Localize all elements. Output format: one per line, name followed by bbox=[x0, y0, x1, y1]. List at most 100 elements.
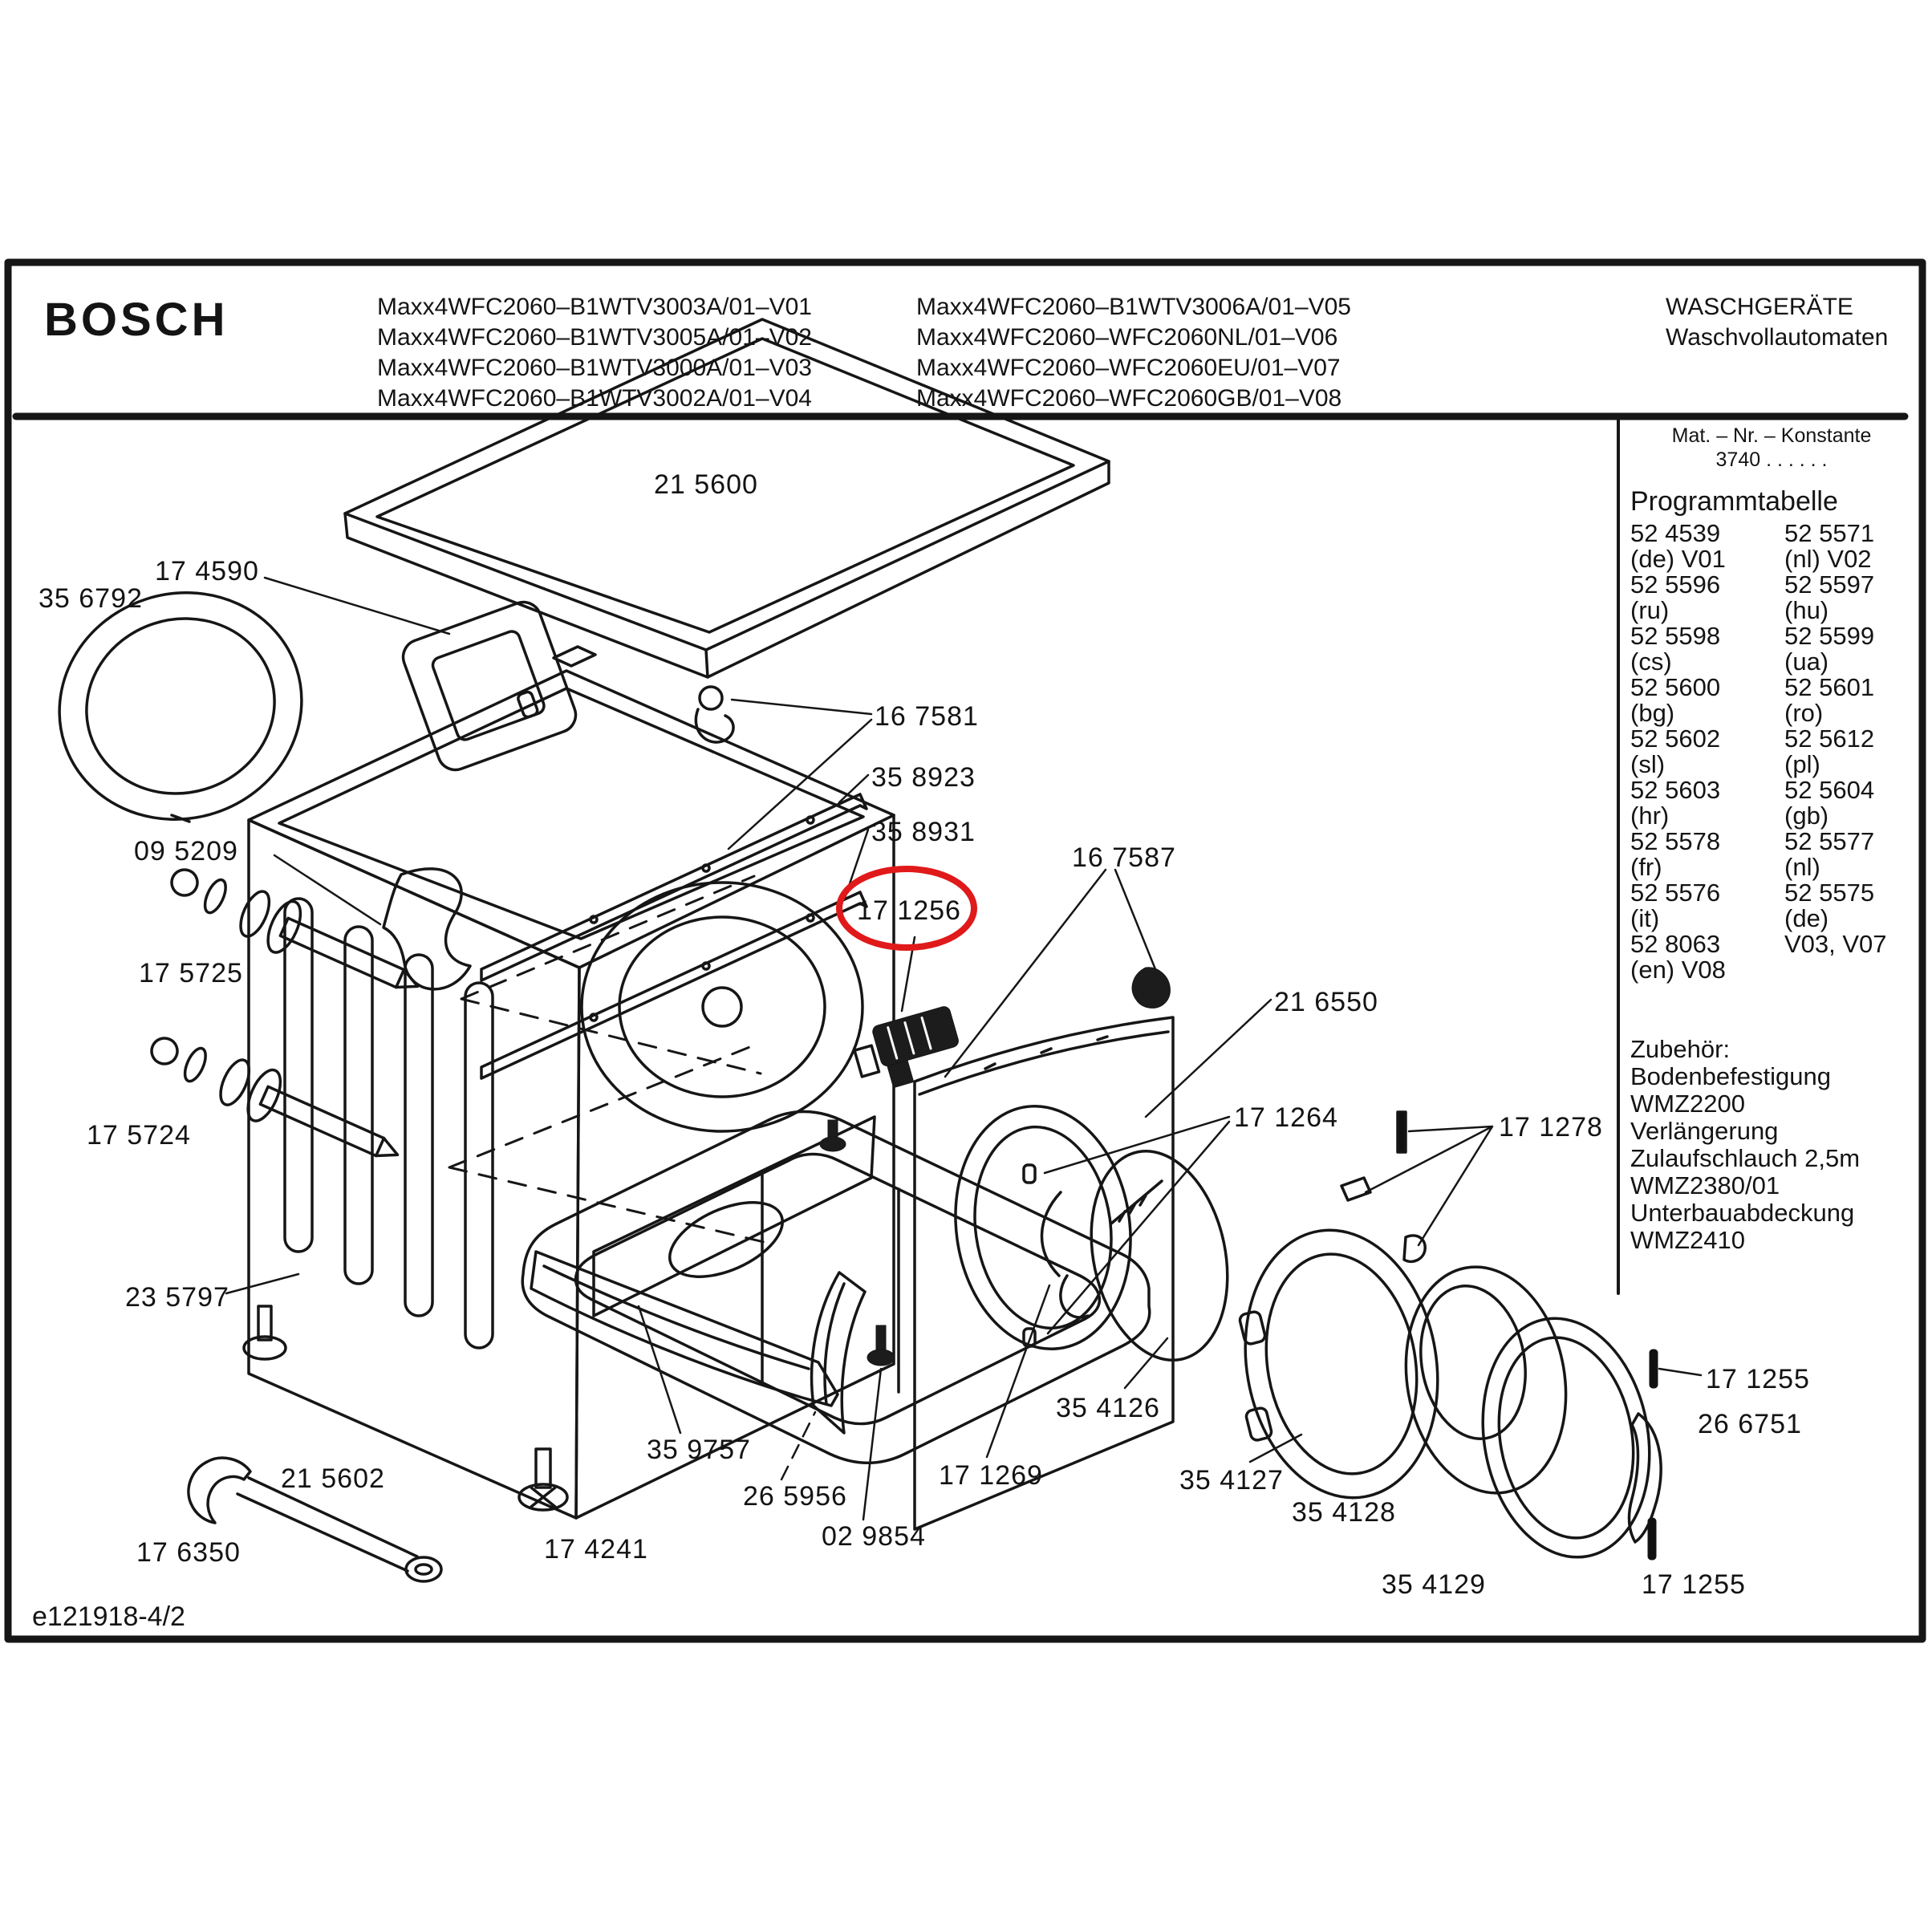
program-table-row: 52 5578 52 5577 bbox=[1630, 829, 1913, 854]
pt-cell: (en) V08 bbox=[1630, 956, 1726, 984]
pt-cell: (de) bbox=[1784, 904, 1829, 932]
part-label-17-1255-bottom: 17 1255 bbox=[1642, 1569, 1746, 1600]
door-seal-drawing bbox=[58, 591, 303, 823]
part-label-17-5724: 17 5724 bbox=[87, 1120, 191, 1151]
part-label-35-4128: 35 4128 bbox=[1292, 1497, 1396, 1528]
door-handle-drawing bbox=[1627, 1412, 1662, 1544]
accessories-title: Zubehör: bbox=[1630, 1035, 1731, 1063]
part-label-35-8931: 35 8931 bbox=[871, 817, 976, 847]
part-label-21-5600: 21 5600 bbox=[654, 469, 758, 500]
department-subtitle: Waschvollautomaten bbox=[1666, 324, 1889, 351]
part-label-16-7581: 16 7581 bbox=[875, 701, 979, 732]
program-table-row: (fr) (nl) bbox=[1630, 854, 1913, 880]
program-table-title: Programmtabelle bbox=[1630, 486, 1838, 517]
part-label-35-4127: 35 4127 bbox=[1179, 1465, 1284, 1496]
pt-cell: (sl) bbox=[1630, 750, 1666, 778]
part-label-17-1278: 17 1278 bbox=[1499, 1112, 1603, 1143]
program-table-row: 52 5576 52 5575 bbox=[1630, 880, 1913, 906]
department-block: WASCHGERÄTE Waschvollautomaten bbox=[1666, 292, 1888, 353]
pin-17-1255-top bbox=[1649, 1349, 1703, 1389]
program-table-row: 52 5603 52 5604 bbox=[1630, 777, 1913, 803]
model-line: Maxx4WFC2060–B1WTV3006A/01–V05 bbox=[916, 294, 1351, 320]
accessory-line: WMZ2410 bbox=[1630, 1226, 1745, 1254]
model-line: Maxx4WFC2060–B1WTV3002A/01–V04 bbox=[377, 385, 812, 412]
program-table-row: (cs)(ua) bbox=[1630, 649, 1913, 675]
hinge-plate-drawing bbox=[263, 576, 578, 772]
model-line: Maxx4WFC2060–B1WTV3000A/01–V03 bbox=[377, 355, 812, 381]
pin-17-1255-bottom bbox=[1647, 1517, 1657, 1561]
sheet-border bbox=[4, 258, 1926, 1643]
pt-cell: (ua) bbox=[1784, 647, 1829, 676]
pt-cell: 52 5596 bbox=[1630, 570, 1721, 599]
pt-cell: (hu) bbox=[1784, 596, 1829, 624]
part-label-17-1256-highlighted: 17 1256 bbox=[857, 895, 961, 926]
part-label-17-4241: 17 4241 bbox=[544, 1534, 648, 1565]
model-line: Maxx4WFC2060–B1WTV3003A/01–V01 bbox=[377, 294, 812, 320]
sidebar: Mat. – Nr. – Konstante 3740 . . . . . . … bbox=[1630, 424, 1913, 1254]
pt-cell: (nl) V02 bbox=[1784, 545, 1872, 573]
pt-cell: (nl) bbox=[1784, 853, 1820, 881]
clip-16-7587-drawing bbox=[944, 868, 1171, 1078]
part-label-16-7587: 16 7587 bbox=[1072, 842, 1176, 873]
part-label-35-9757: 35 9757 bbox=[647, 1435, 751, 1465]
clip-16-7581-drawing bbox=[694, 685, 873, 850]
pt-cell: 52 5602 bbox=[1630, 724, 1721, 753]
wrench-drawing bbox=[187, 1456, 443, 1583]
pt-cell: (it) bbox=[1630, 904, 1660, 932]
part-label-21-6550: 21 6550 bbox=[1274, 987, 1378, 1017]
pt-cell: (ru) bbox=[1630, 596, 1670, 624]
model-line: Maxx4WFC2060–B1WTV3005A/01–V02 bbox=[377, 324, 812, 351]
pt-cell: 52 5577 bbox=[1784, 827, 1875, 855]
accessory-line: Verlängerung bbox=[1630, 1117, 1779, 1145]
model-line: Maxx4WFC2060–WFC2060NL/01–V06 bbox=[916, 324, 1338, 351]
accessories-block: Zubehör: Bodenbefestigung WMZ2200 Verlän… bbox=[1630, 1036, 1913, 1254]
bosch-logo: BOSCH bbox=[44, 294, 229, 346]
part-label-35-8923: 35 8923 bbox=[871, 762, 976, 793]
pt-cell: 52 5576 bbox=[1630, 879, 1721, 907]
pt-cell: 52 5597 bbox=[1784, 570, 1875, 599]
front-panel-drawing bbox=[913, 998, 1272, 1531]
model-list-col2: Maxx4WFC2060–B1WTV3006A/01–V05 Maxx4WFC2… bbox=[916, 292, 1351, 414]
pt-cell: 52 5612 bbox=[1784, 724, 1875, 753]
accessory-line: Zulaufschlauch 2,5m bbox=[1630, 1144, 1861, 1172]
pt-cell: (hr) bbox=[1630, 802, 1670, 830]
accessory-line: Bodenbefestigung bbox=[1630, 1062, 1831, 1090]
part-label-17-6350: 17 6350 bbox=[136, 1537, 241, 1568]
part-label-02-9854: 02 9854 bbox=[822, 1521, 926, 1552]
part-label-26-6751: 26 6751 bbox=[1698, 1409, 1802, 1439]
pt-cell: 52 5604 bbox=[1784, 776, 1875, 804]
program-table-row: 52 5596 52 5597 bbox=[1630, 572, 1913, 598]
pt-cell: (bg) bbox=[1630, 699, 1675, 727]
pt-cell: 52 5603 bbox=[1630, 776, 1721, 804]
pt-cell: (ro) bbox=[1784, 699, 1824, 727]
highlight-ellipse bbox=[836, 866, 977, 951]
pt-cell: 52 5578 bbox=[1630, 827, 1721, 855]
accessory-line: WMZ2380/01 bbox=[1630, 1171, 1780, 1199]
screw-17-5724-drawing bbox=[150, 1037, 765, 1244]
program-table-row: 52 5600 52 5601 bbox=[1630, 675, 1913, 700]
part-label-17-1255-top: 17 1255 bbox=[1706, 1364, 1810, 1394]
part-label-17-5725: 17 5725 bbox=[139, 958, 243, 988]
cabinet-drawing bbox=[225, 645, 895, 1520]
pt-cell: 52 5601 bbox=[1784, 673, 1875, 701]
part-label-23-5797: 23 5797 bbox=[125, 1282, 229, 1313]
pt-cell: 52 5575 bbox=[1784, 879, 1875, 907]
pt-cell: 52 5599 bbox=[1784, 622, 1875, 650]
pt-cell: 52 8063 bbox=[1630, 930, 1721, 958]
program-table-row: 52 5602 52 5612 bbox=[1630, 726, 1913, 752]
program-table-row: (hr)(gb) bbox=[1630, 803, 1913, 829]
accessory-line: Unterbauabdeckung bbox=[1630, 1199, 1855, 1227]
part-label-35-4126: 35 4126 bbox=[1056, 1393, 1160, 1423]
program-table-row: (sl)(pl) bbox=[1630, 752, 1913, 777]
part-label-17-4590: 17 4590 bbox=[155, 556, 259, 586]
hinge-17-1278-drawing bbox=[1340, 1110, 1494, 1264]
part-label-21-5602: 21 5602 bbox=[281, 1463, 385, 1494]
pt-cell: (fr) bbox=[1630, 853, 1662, 881]
pt-cell: 52 5600 bbox=[1630, 673, 1721, 701]
part-label-17-1269: 17 1269 bbox=[939, 1460, 1043, 1491]
part-label-09-5209: 09 5209 bbox=[134, 836, 238, 867]
program-table-row: (de) V01(nl) V02 bbox=[1630, 546, 1913, 572]
